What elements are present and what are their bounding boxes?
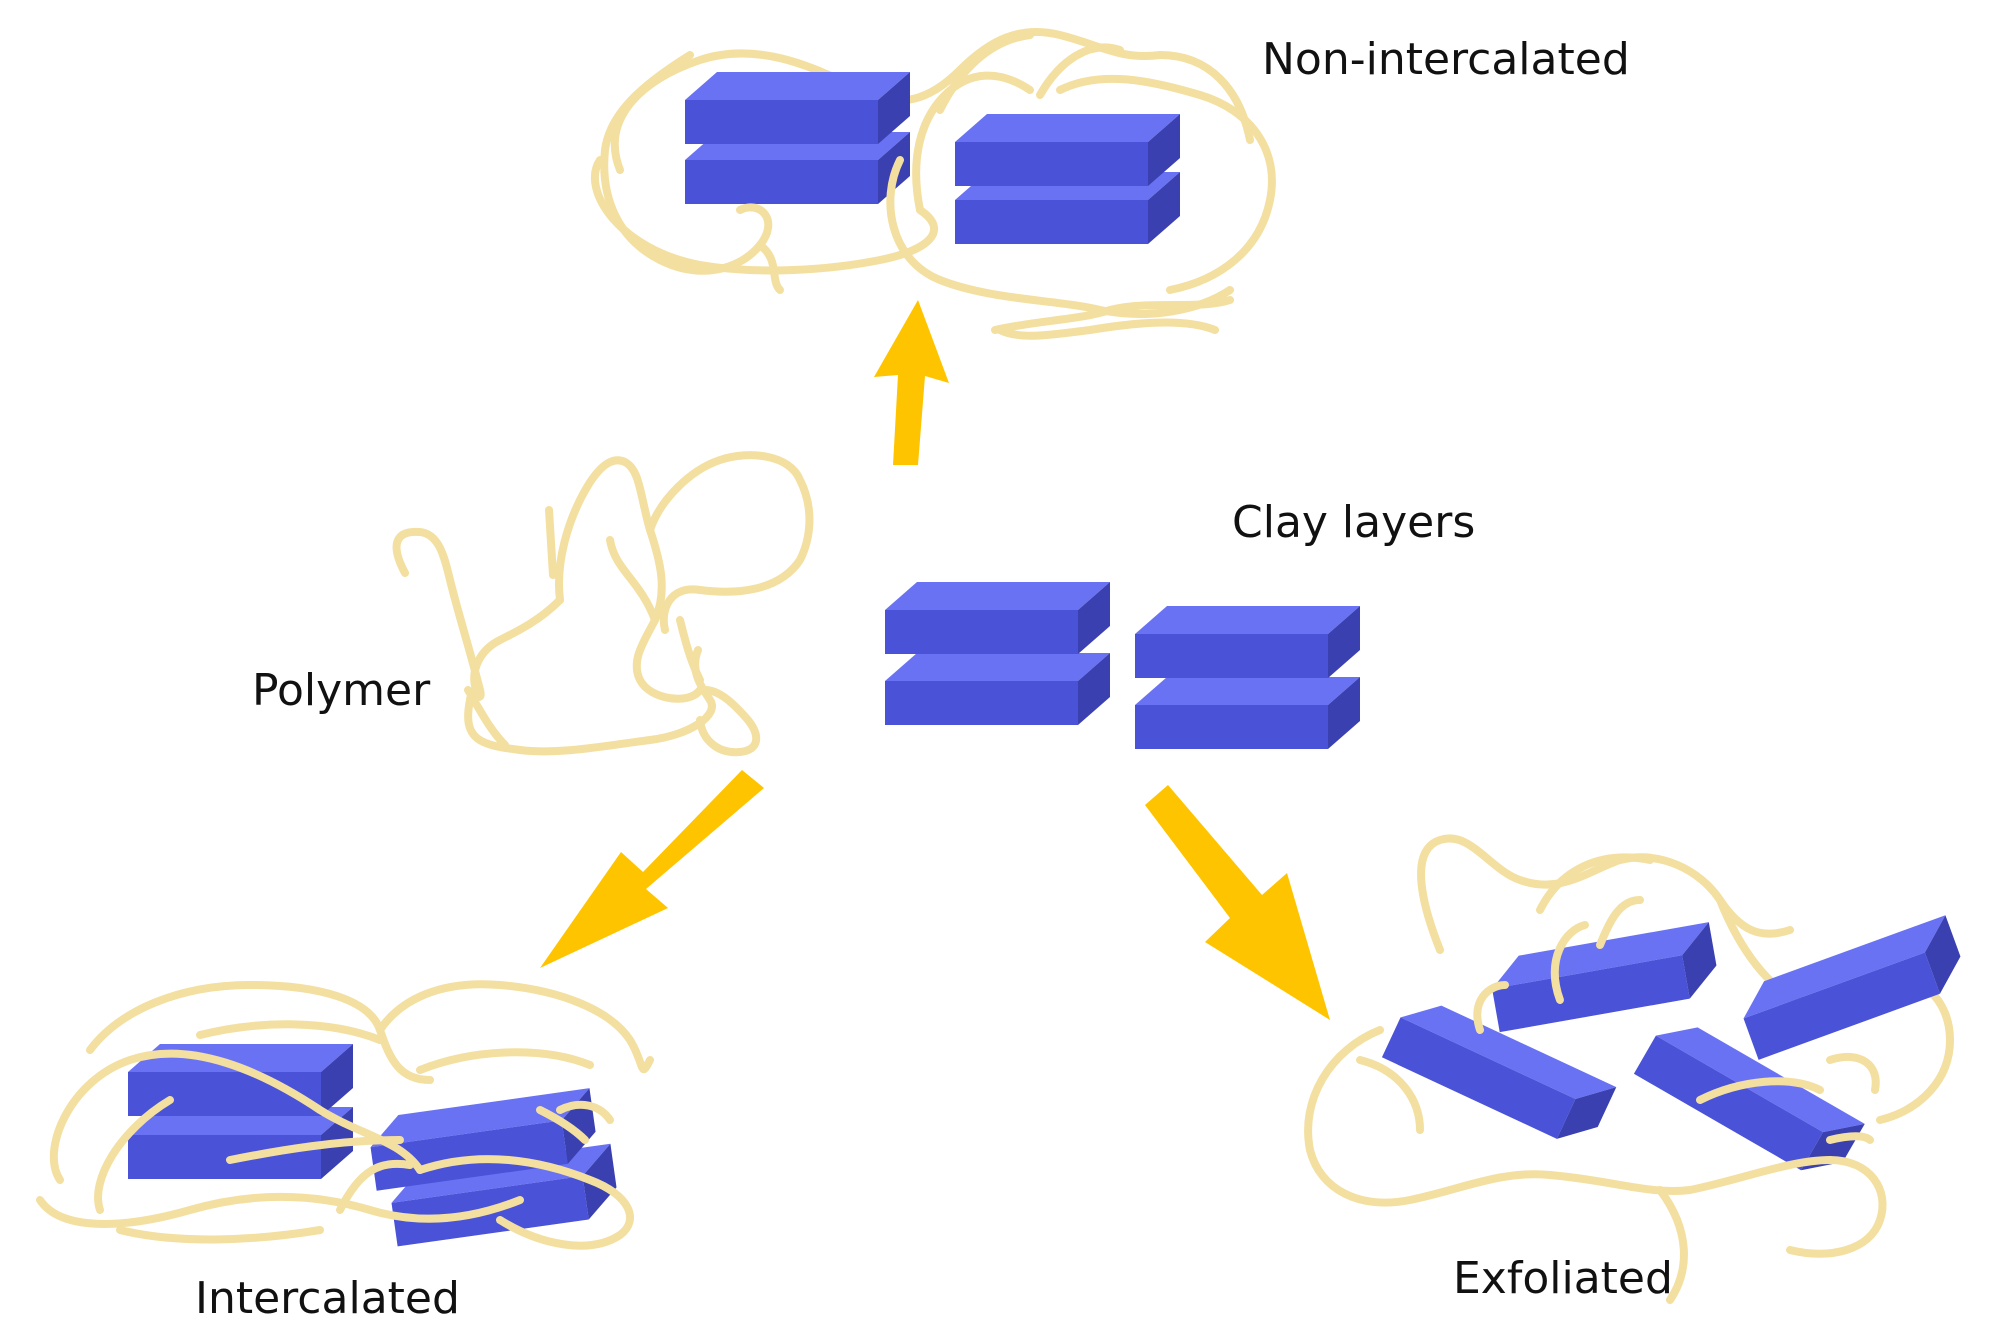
- label-polymer: Polymer: [252, 665, 431, 716]
- intercalated-polymer-back: [86, 980, 654, 1084]
- polymer-coil: [392, 451, 814, 757]
- clay-stack-centre-right: [1135, 606, 1360, 749]
- arrow-down-left: [540, 770, 764, 968]
- clay-stack-centre-left: [885, 582, 1110, 725]
- label-non-intercalated: Non-intercalated: [1262, 34, 1630, 85]
- non-intercalated-polymer-front: [591, 43, 1234, 340]
- intercalated-polymer-front: [36, 1049, 634, 1250]
- exfoliated-polymer-front: [1304, 896, 1887, 1304]
- arrow-up: [874, 300, 949, 465]
- label-exfoliated: Exfoliated: [1453, 1253, 1673, 1304]
- arrow-down-right: [1145, 785, 1330, 1020]
- label-clay-layers: Clay layers: [1232, 497, 1476, 548]
- non-intercalated-stack-left: [685, 72, 910, 204]
- label-intercalated: Intercalated: [195, 1273, 460, 1324]
- non-intercalated-stack-right: [955, 114, 1180, 244]
